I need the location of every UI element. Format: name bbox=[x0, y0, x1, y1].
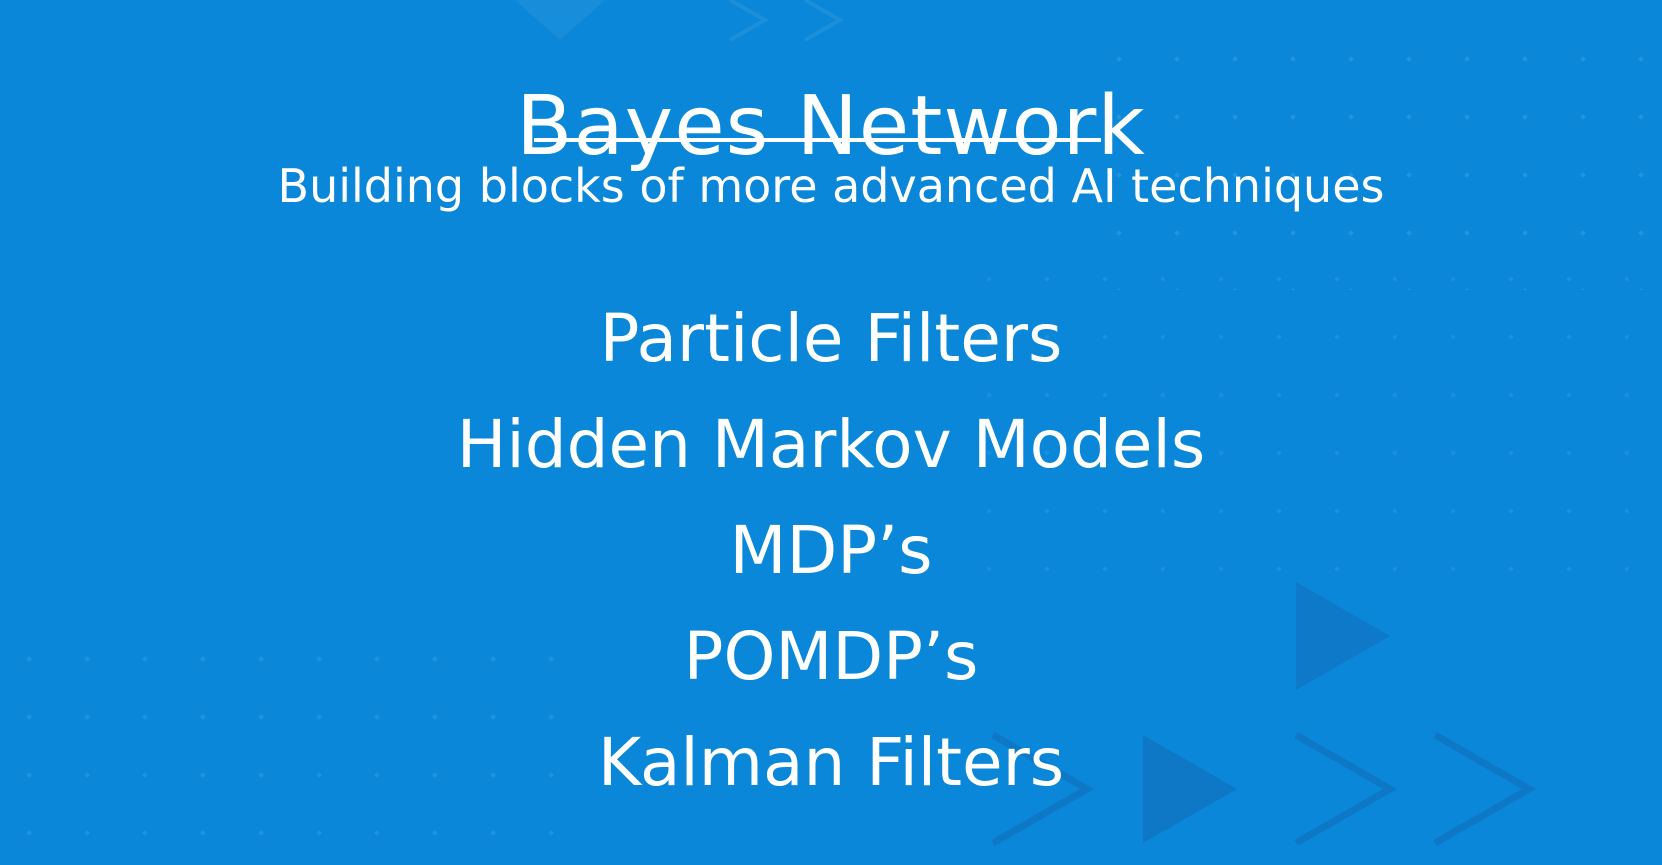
title-underline bbox=[534, 138, 1101, 142]
slide-subtitle: Building blocks of more advanced AI tech… bbox=[277, 159, 1385, 213]
play-triangle-outline-icon bbox=[804, 0, 845, 42]
topic-list: Particle Filters Hidden Markov Models MD… bbox=[0, 286, 1662, 816]
topic-hidden-markov-models: Hidden Markov Models bbox=[456, 406, 1206, 483]
play-triangle-icon bbox=[515, 0, 605, 40]
topic-particle-filters: Particle Filters bbox=[599, 300, 1063, 377]
topic-mdps: MDP’s bbox=[729, 512, 933, 589]
play-triangle-outline-icon bbox=[729, 0, 770, 42]
slide-title: Bayes Network bbox=[516, 78, 1146, 174]
topic-kalman-filters: Kalman Filters bbox=[597, 724, 1065, 801]
topic-pomdps: POMDP’s bbox=[683, 618, 979, 695]
